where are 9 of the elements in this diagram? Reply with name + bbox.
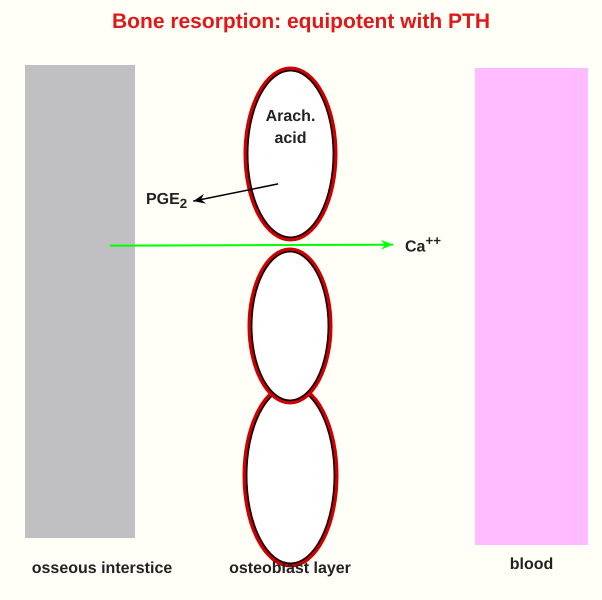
layer-label: osteoblast layer	[228, 560, 352, 578]
region-label: osseous interstice	[30, 560, 174, 578]
cell-label: Arach. acid	[264, 107, 316, 149]
arrow	[193, 183, 278, 204]
arrow	[110, 240, 393, 250]
molecule-label: PGE$_{2}$	[146, 191, 188, 212]
region-label: blood	[508, 556, 554, 574]
molecule-label: Ca$^{++}$	[405, 233, 442, 256]
diagram-title: Bone resorption: equipotent with PTH	[111, 10, 491, 34]
